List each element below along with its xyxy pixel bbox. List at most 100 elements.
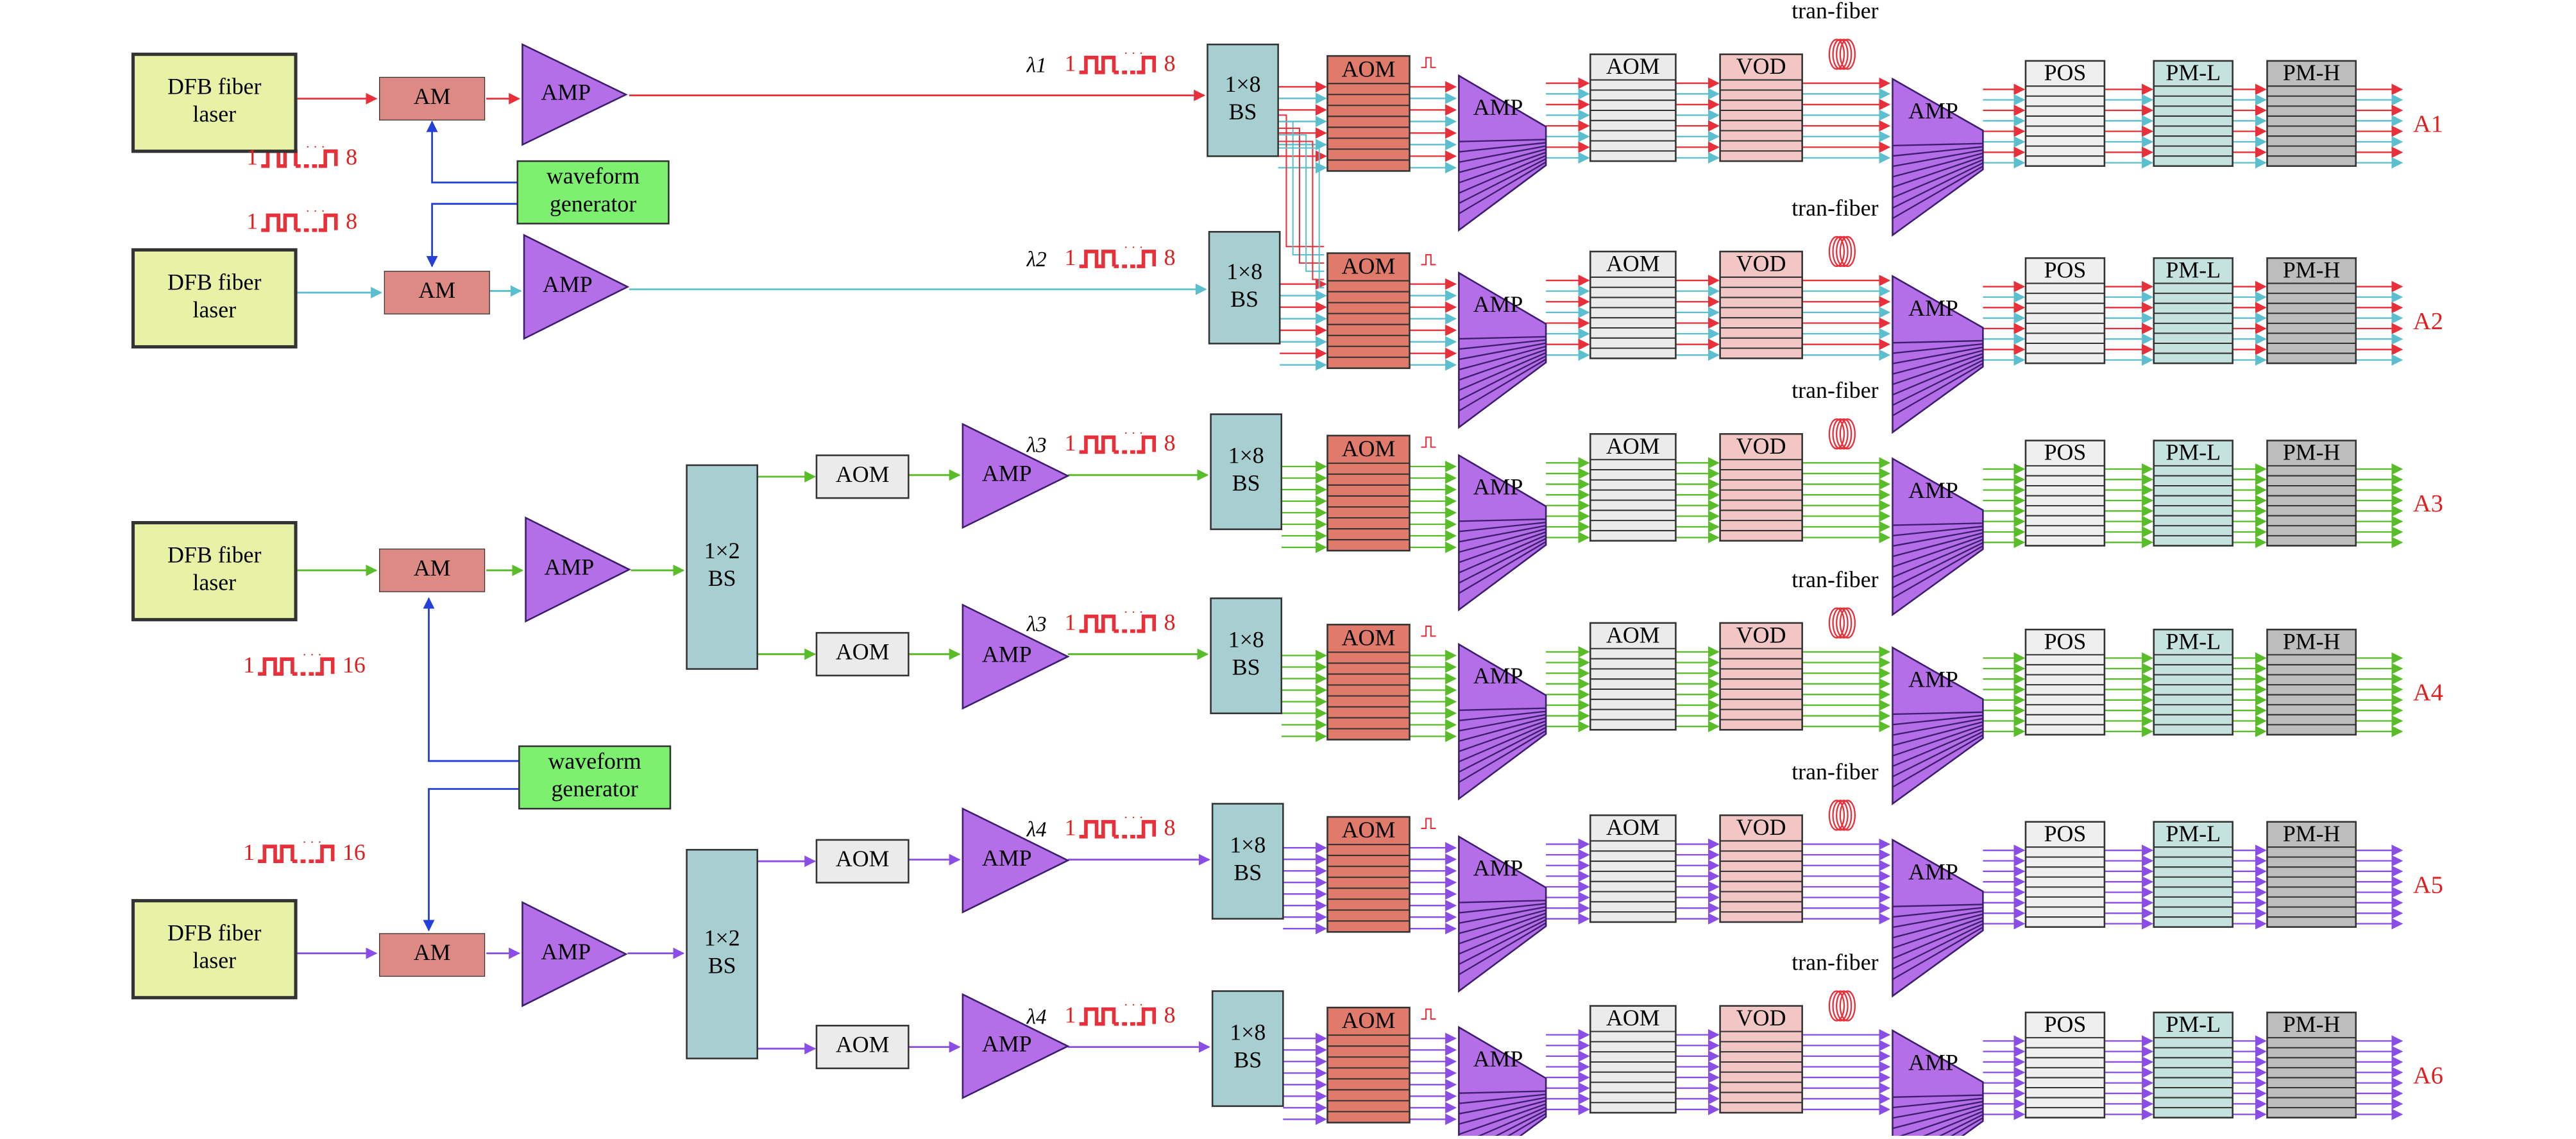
amp-channel-line	[1892, 526, 1983, 536]
cross-coupling-line	[1278, 127, 1325, 264]
row-A2-bs18-box	[1208, 230, 1281, 345]
row-A1-bs18-box	[1207, 43, 1279, 157]
row-A5-aom-gray	[1589, 814, 1677, 923]
row-A4-bs18-box	[1210, 597, 1283, 714]
row-A1-aom-hot-label: AOM	[1342, 56, 1396, 81]
laser-3-label-line: laser	[192, 570, 236, 595]
amp-channel-line	[1459, 142, 1546, 153]
amp-src-5	[521, 901, 628, 1007]
pulse-train-2-dots-line: · · ·	[305, 204, 325, 218]
row-A5-pos	[2024, 821, 2106, 928]
row-A3-pm-h-label: PM-H	[2283, 440, 2341, 465]
row-A6-amp-a-label: AMP	[1473, 1046, 1523, 1072]
amp-channel-line	[1459, 900, 1546, 903]
row-A2-aom-gray-label: AOM	[1606, 251, 1660, 277]
row-A3-pulse-dots-line: · · ·	[1124, 426, 1144, 440]
amp-channel-line	[1458, 151, 1546, 184]
row-A3-pm-l	[2153, 440, 2233, 547]
row-A5-vod-label-line: VOD	[1736, 814, 1786, 840]
waveform-gen-2-label-line: generator	[551, 776, 638, 801]
row-A6-pre-amp-label-line: AMP	[982, 1031, 1032, 1057]
row-A5-amp-a	[1458, 835, 1547, 993]
row-A3-tran-fiber-label: tran-fiber	[1792, 377, 1878, 403]
row-A3-pm-h-body	[2266, 440, 2357, 547]
row-A6-amp-b	[1892, 1029, 1984, 1139]
row-A1-pm-l-label: PM-L	[2165, 60, 2221, 85]
amp-channel-line	[1458, 916, 1546, 955]
row-A6-tran-fiber-label-line: tran-fiber	[1792, 950, 1878, 975]
amp-channel-line	[1892, 1100, 1983, 1119]
row-A4-pulse-start-line: 1	[1065, 610, 1076, 635]
row-A1-pulse-pulses-b	[1137, 55, 1157, 74]
pulse-train-3-dots-line: · · ·	[302, 648, 322, 662]
amp-channel-line	[1459, 710, 1546, 722]
am-5-box	[379, 933, 486, 977]
laser-3-box	[131, 521, 298, 622]
row-A3-pulse-pulses-a	[1079, 435, 1116, 454]
amp-channel-line	[1892, 146, 1983, 157]
am-5-label-line: AM	[414, 939, 451, 965]
amp-channel-line	[1892, 731, 1983, 778]
amp-channel-line	[1458, 161, 1546, 214]
pulse-train-1-dots-line: · · ·	[305, 140, 325, 154]
row-A3-pm-h-label-line: PM-H	[2283, 440, 2341, 465]
row-A6-pos-label: POS	[2044, 1011, 2087, 1037]
amp-channel-line	[1459, 336, 1546, 340]
amp-channel-line	[1459, 528, 1546, 553]
row-A4-fiber-coil	[1828, 607, 1856, 639]
row-A6-aom-gray-label-line: AOM	[1606, 1005, 1660, 1031]
pulse-train-2-end: 8	[346, 209, 357, 234]
pulse-train-5-pulses-b	[315, 844, 335, 863]
waveform-gen-2-label-line: waveform	[548, 748, 641, 774]
row-A3-vod	[1719, 432, 1803, 542]
row-A4-bs18-label-line: BS	[1232, 655, 1260, 680]
cross-coupling-line	[1278, 121, 1325, 256]
row-A2-tran-fiber-label-line: tran-fiber	[1792, 195, 1878, 221]
coil-loop	[1828, 800, 1845, 831]
row-A6-vod-body	[1719, 1005, 1803, 1114]
row-A6-pulse-end-line: 8	[1164, 1002, 1176, 1028]
row-A2-amp-a	[1458, 271, 1547, 429]
waveform-gen-1-label-line: waveform	[547, 163, 640, 189]
row-A6-pre-amp-label: AMP	[982, 1031, 1032, 1057]
row-A6-aom-hot-label: AOM	[1342, 1007, 1396, 1033]
row-A6-pulse-dots: · · ·	[1124, 998, 1144, 1012]
row-A6-pos-body	[2024, 1011, 2106, 1119]
row-A3-aom-hot-label-line: AOM	[1342, 436, 1396, 461]
row-A6-amp-b-label-line: AMP	[1908, 1050, 1958, 1075]
coil-loop	[1836, 236, 1852, 268]
row-A3-pre-amp-label-line: AMP	[982, 461, 1032, 486]
coil-loop	[1832, 990, 1849, 1022]
amp-channel-line	[1459, 1097, 1546, 1115]
row-A3-bs18-label-line: 1×8	[1228, 443, 1264, 468]
row-A1-vod-label: VOD	[1736, 53, 1786, 79]
row-A5-bs18-label-line: BS	[1233, 860, 1262, 886]
row-A2-aom-hot-label: AOM	[1342, 253, 1396, 279]
row-A5-pm-h-body	[2266, 821, 2357, 928]
row-A2-pos-label-line: POS	[2044, 257, 2087, 283]
amp-channel-line	[1458, 1103, 1546, 1135]
row-A3-bs18-label-line: BS	[1232, 470, 1260, 496]
row-A1-pos	[2024, 60, 2106, 167]
row-A6-aom-gray	[1589, 1005, 1677, 1114]
amp-channel-line	[1892, 538, 1983, 578]
amp-channel-line	[1459, 518, 1546, 522]
row-A5-pos-body	[2024, 821, 2106, 928]
row-A1-vod-body	[1719, 53, 1803, 162]
row-A2-pm-h-label-line: PM-H	[2283, 257, 2341, 283]
row-A6-pm-l-body	[2153, 1011, 2233, 1119]
row-A3-pulse-end: 8	[1164, 430, 1176, 456]
row-A4-bs18-label-line: 1×8	[1228, 627, 1264, 653]
row-A4-vod	[1719, 622, 1803, 731]
row-A5-aom-hot-label-line: AOM	[1342, 817, 1396, 843]
row-A1-aom-gray-label-line: AOM	[1606, 53, 1660, 79]
row-A4-vod-body	[1719, 622, 1803, 731]
row-A5-pre-amp-label-line: AMP	[982, 845, 1032, 871]
amp-channel-line	[1458, 358, 1546, 412]
row-A1-amp-b-label-line: AMP	[1908, 98, 1958, 124]
row-A4-pm-l-body	[2153, 628, 2233, 736]
amp-channel-line	[1892, 545, 1983, 599]
